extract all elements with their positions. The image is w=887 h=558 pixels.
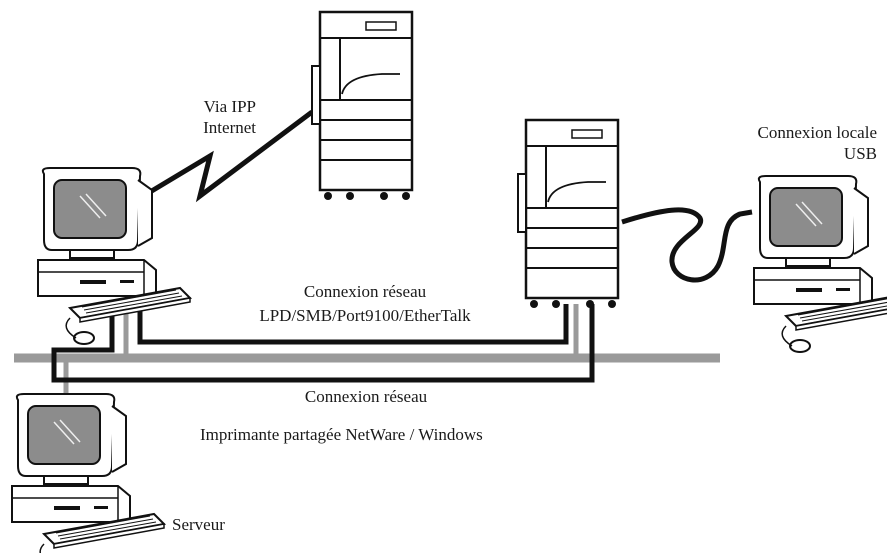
- computer-icon: [11, 393, 165, 558]
- computer-icon: [753, 175, 887, 353]
- ipp-internet-link: [148, 110, 314, 203]
- server-label: Serveur: [172, 515, 225, 534]
- shared-label-line1: Connexion réseau: [304, 387, 428, 406]
- usb-cable: [621, 207, 753, 283]
- shared-label-line2: Imprimante partagée NetWare / Windows: [200, 425, 483, 444]
- usb-label-line2: USB: [843, 144, 877, 163]
- printer-icon: [310, 10, 414, 202]
- ipp-label-line1: Via IPP: [203, 97, 256, 116]
- lpd-label-line2: LPD/SMB/Port9100/EtherTalk: [259, 306, 471, 325]
- lpd-network-cable: [137, 304, 569, 345]
- printer-icon: [516, 118, 620, 310]
- shared-network-cable: [51, 304, 595, 383]
- lpd-label-line1: Connexion réseau: [303, 282, 427, 301]
- usb-label-line1: Connexion locale: [757, 123, 877, 142]
- ipp-label-line2: Internet: [203, 118, 256, 137]
